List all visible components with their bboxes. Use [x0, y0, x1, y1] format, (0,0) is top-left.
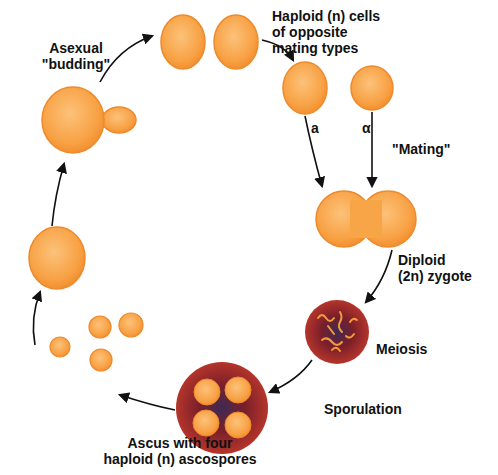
stage-label: Ascus with four haploid (n) ascospores — [95, 435, 265, 467]
haploid-cell — [161, 15, 205, 69]
stage-label: "Mating" — [392, 141, 462, 157]
bud — [102, 107, 136, 133]
mating-type-label: α — [362, 120, 378, 136]
haploid-cell — [29, 227, 85, 289]
stage-label: Meiosis — [376, 341, 446, 357]
budding-cell — [42, 87, 104, 153]
cycle-arrow — [33, 36, 392, 410]
mating-cell-a — [283, 62, 327, 114]
ascospore — [50, 313, 143, 371]
stage-label: Asexual "budding" — [30, 40, 122, 72]
stage-label: Haploid (n) cells of opposite mating typ… — [272, 8, 390, 56]
stage-label: Diploid (2n) zygote — [398, 252, 486, 284]
mating-type-label: a — [311, 120, 325, 136]
haploid-cell — [214, 15, 258, 69]
meiosis-cell — [305, 300, 369, 364]
diploid-zygote — [316, 191, 416, 247]
mating-cell-alpha — [351, 66, 393, 110]
stage-label: Sporulation — [324, 401, 414, 417]
